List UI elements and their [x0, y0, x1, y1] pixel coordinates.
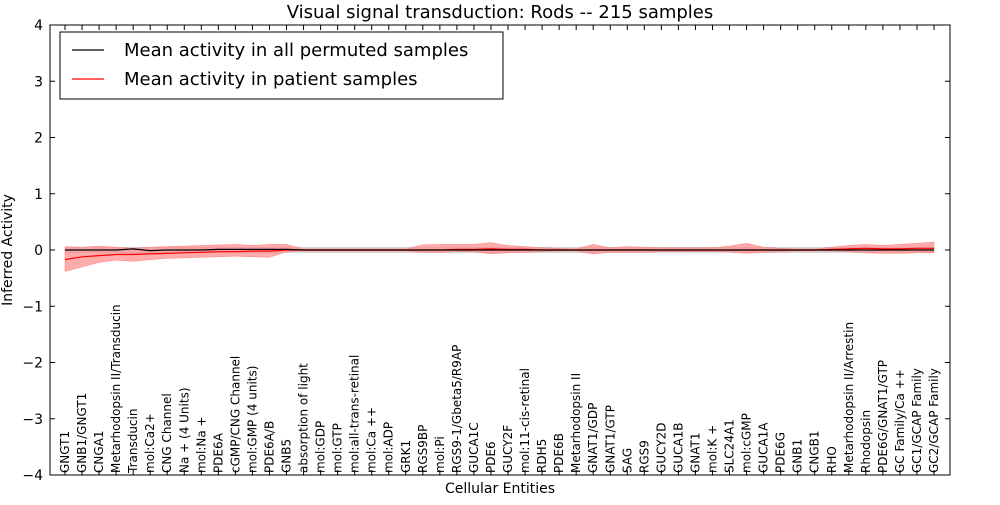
- x-tick-label: mol:GTP: [331, 423, 345, 473]
- x-tick-label: mol:Pi: [433, 436, 447, 473]
- x-tick-label: GNB1/GNGT1: [75, 393, 89, 473]
- x-tick-label: PDE6G: [774, 432, 788, 473]
- x-tick-label: PDE6G/GNAT1/GTP: [876, 360, 890, 473]
- x-tick-label: RGS9BP: [416, 425, 430, 473]
- x-tick-label: PDE6B: [552, 433, 566, 473]
- y-axis: −4 −3 −2 −1 0 1 2 3 4: [22, 18, 950, 484]
- x-tick-label: SLC24A1: [723, 419, 737, 473]
- x-tick-label: mol:GMP (4 units): [245, 366, 259, 473]
- x-tick-label: RDH5: [535, 439, 549, 473]
- x-tick-label: Metarhodopsin II/Transducin: [109, 304, 123, 473]
- y-tick-label: −3: [22, 412, 43, 428]
- x-tick-label: GRK1: [399, 440, 413, 473]
- x-tick-label: mol:cGMP: [740, 413, 754, 473]
- legend-label-patient: Mean activity in patient samples: [124, 69, 418, 90]
- x-tick-label: GNB1: [791, 439, 805, 473]
- x-tick-label: Transducin: [126, 409, 140, 474]
- y-tick-label: −2: [22, 356, 43, 372]
- y-tick-label: −1: [22, 299, 43, 315]
- lines-layer: [64, 247, 934, 261]
- band-patient: [64, 241, 935, 272]
- x-tick-label: absorption of light: [297, 363, 311, 473]
- x-tick-label: mol:GDP: [314, 421, 328, 473]
- y-tick-label: 4: [34, 18, 43, 34]
- x-tick-label: GC2/GCAP Family: [927, 368, 941, 473]
- x-tick-label: GUCY2D: [654, 423, 668, 473]
- x-tick-label: GC Family/Ca ++: [893, 369, 907, 473]
- x-tick-label: mol:K +: [706, 425, 720, 473]
- x-tick-label: RGS9: [637, 440, 651, 473]
- x-tick-label: GNAT1/GTP: [603, 405, 617, 473]
- y-tick-label: 0: [34, 243, 43, 259]
- legend-label-permuted: Mean activity in all permuted samples: [124, 40, 468, 61]
- x-tick-label: GNB5: [280, 439, 294, 473]
- x-tick-label: GUCA1B: [671, 422, 685, 473]
- y-tick-label: 2: [34, 131, 43, 147]
- x-tick-label: Metarhodopsin II/Arrestin: [842, 322, 856, 473]
- y-tick-label: 3: [34, 74, 43, 90]
- y-tick-label: 1: [34, 187, 43, 203]
- x-tick-label: mol:Ca2+: [143, 413, 157, 473]
- x-tick-label: PDE6A/B: [263, 421, 277, 473]
- x-tick-label: GUCY2F: [501, 425, 515, 473]
- x-tick-label: CNGA1: [92, 431, 106, 474]
- y-axis-label: Inferred Activity: [0, 194, 16, 306]
- legend-box: [59, 31, 504, 100]
- x-tick-label: GC1/GCAP Family: [910, 368, 924, 473]
- x-tick-label: mol:ADP: [382, 422, 396, 473]
- y-tick-label: −4: [22, 468, 43, 484]
- chart-title: Visual signal transduction: Rods -- 215 …: [287, 2, 714, 23]
- x-tick-label: SAG: [620, 448, 634, 473]
- x-tick-label: mol:all-trans-retinal: [348, 355, 362, 473]
- x-tick-label: CNG Channel: [160, 393, 174, 473]
- line-permuted: [65, 248, 934, 252]
- x-axis-label: Cellular Entities: [445, 481, 555, 497]
- x-tick-label: GNAT1: [689, 432, 703, 473]
- x-tick-label: Metarhodopsin II: [569, 373, 583, 473]
- x-tick-label: mol:Na +: [194, 416, 208, 473]
- x-tick-label: GNAT1/GDP: [586, 403, 600, 473]
- x-tick-label: RHO: [825, 446, 839, 473]
- x-tick-label: Rhodopsin: [859, 410, 873, 473]
- x-tick-label: PDE6A: [211, 432, 225, 473]
- x-tick-label: Na + (4 Units): [177, 387, 191, 473]
- x-tick-label: RGS9-1/Gbeta5/R9AP: [450, 345, 464, 473]
- x-tick-label: mol:Ca ++: [365, 407, 379, 473]
- bands-layer: [64, 241, 935, 272]
- x-tick-label: PDE6: [484, 441, 498, 473]
- x-tick-label: GUCA1A: [757, 422, 771, 473]
- x-tick-label: cGMP/CNG Channel: [228, 356, 242, 473]
- x-tick-label: mol:11-cis-retinal: [518, 368, 532, 473]
- x-tick-label: CNGB1: [808, 430, 822, 473]
- x-tick-label: GUCA1C: [467, 422, 481, 473]
- x-tick-label: GNGT1: [58, 431, 72, 473]
- legend: Mean activity in all permuted samples Me…: [59, 31, 504, 100]
